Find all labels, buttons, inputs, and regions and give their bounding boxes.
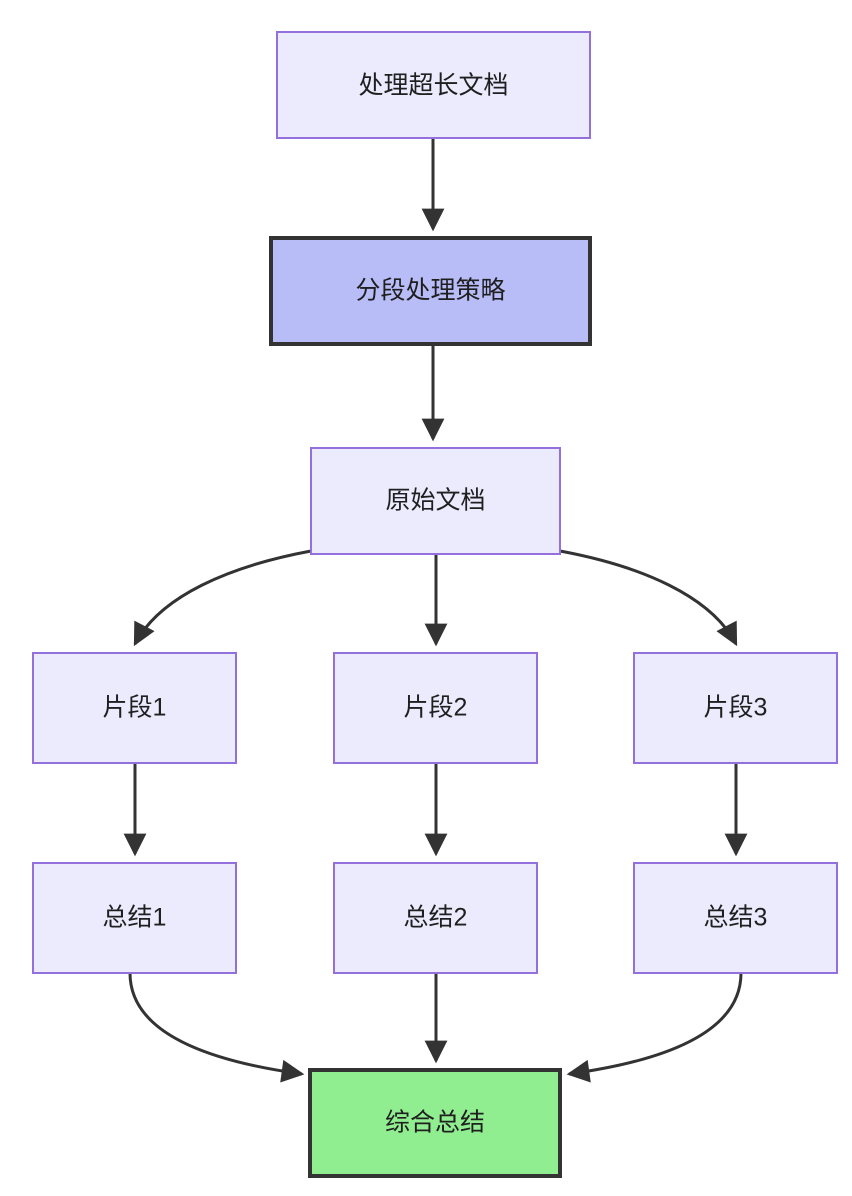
node-final-summary[interactable]: 综合总结 (308, 1068, 562, 1178)
node-label-final: 综合总结 (385, 1109, 485, 1137)
node-rect-f3[interactable] (633, 652, 838, 764)
edge-n3-to-f3 (559, 549, 738, 647)
node-label-s1: 总结1 (103, 904, 167, 932)
node-chunking-strategy[interactable]: 分段处理策略 (269, 236, 592, 346)
node-process-long-document[interactable]: 处理超长文档 (276, 31, 591, 139)
edge-s1-to-final (128, 972, 305, 1083)
node-rect-n2[interactable] (269, 236, 592, 346)
node-summary-2[interactable]: 总结2 (333, 862, 538, 974)
node-rect-s2[interactable] (333, 862, 538, 974)
edge-s3-to-final (566, 972, 743, 1083)
node-fragment-2[interactable]: 片段2 (333, 652, 538, 764)
node-label-f1: 片段1 (103, 694, 167, 722)
node-fragment-3[interactable]: 片段3 (633, 652, 838, 764)
node-rect-s3[interactable] (633, 862, 838, 974)
node-label-n3: 原始文档 (385, 487, 485, 515)
node-original-document[interactable]: 原始文档 (310, 447, 561, 555)
node-rect-f1[interactable] (32, 652, 237, 764)
node-rect-f2[interactable] (333, 652, 538, 764)
node-rect-n1[interactable] (276, 31, 591, 139)
node-label-s3: 总结3 (704, 904, 768, 932)
node-layer: 处理超长文档 分段处理策略 原始文档 片段1 片段2 片段3 (32, 31, 838, 1178)
node-summary-3[interactable]: 总结3 (633, 862, 838, 974)
node-rect-s1[interactable] (32, 862, 237, 974)
node-label-f2: 片段2 (404, 694, 468, 722)
node-label-n1: 处理超长文档 (358, 72, 508, 100)
edge-layer (123, 138, 748, 1083)
node-label-s2: 总结2 (404, 904, 468, 932)
node-label-f3: 片段3 (704, 694, 768, 722)
node-label-n2: 分段处理策略 (355, 277, 505, 305)
node-summary-1[interactable]: 总结1 (32, 862, 237, 974)
node-fragment-1[interactable]: 片段1 (32, 652, 237, 764)
edge-n3-to-f1 (133, 549, 312, 647)
node-rect-n3[interactable] (310, 447, 561, 555)
node-rect-final[interactable] (308, 1068, 562, 1178)
